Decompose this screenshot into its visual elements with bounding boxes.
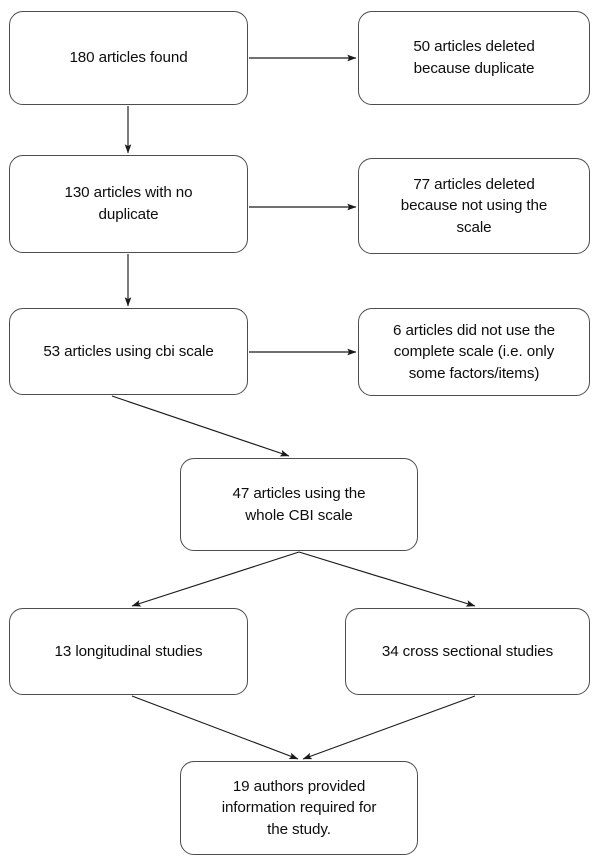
node-no-duplicate[interactable]: 130 articles with no duplicate bbox=[9, 155, 248, 253]
node-longitudinal-studies[interactable]: 13 longitudinal studies bbox=[9, 608, 248, 695]
connector-whole-cbi-to-cross-sectional bbox=[298, 551, 476, 607]
node-whole-cbi-scale-label: 47 articles using the whole CBI scale bbox=[232, 484, 366, 524]
node-cross-sectional-studies-label: 34 cross sectional studies bbox=[381, 642, 554, 660]
connector-cross-sectional-to-authors bbox=[302, 695, 476, 760]
connector-whole-cbi-to-longitudinal bbox=[131, 551, 300, 607]
node-authors-provided[interactable]: 19 authors provided information required… bbox=[180, 761, 418, 855]
node-deleted-duplicate[interactable]: 50 articles deleted because duplicate bbox=[358, 11, 590, 105]
node-not-complete-scale-label: 6 articles did not use the complete scal… bbox=[392, 321, 556, 382]
node-authors-provided-label: 19 authors provided information required… bbox=[221, 777, 377, 838]
connector-cbi-scale-to-whole-cbi bbox=[111, 395, 290, 457]
node-deleted-duplicate-label: 50 articles deleted because duplicate bbox=[413, 38, 535, 77]
node-articles-found-label: 180 articles found bbox=[69, 49, 188, 67]
node-whole-cbi-scale[interactable]: 47 articles using the whole CBI scale bbox=[180, 458, 418, 551]
node-articles-found[interactable]: 180 articles found bbox=[9, 11, 248, 105]
node-deleted-not-using-scale-label: 77 articles deleted because not using th… bbox=[400, 175, 548, 236]
node-cbi-scale-label: 53 articles using cbi scale bbox=[43, 342, 214, 360]
node-cbi-scale[interactable]: 53 articles using cbi scale bbox=[9, 308, 248, 395]
node-longitudinal-studies-label: 13 longitudinal studies bbox=[54, 642, 203, 660]
node-cross-sectional-studies[interactable]: 34 cross sectional studies bbox=[345, 608, 590, 695]
connector-longitudinal-to-authors bbox=[131, 695, 299, 760]
node-no-duplicate-label: 130 articles with no duplicate bbox=[64, 184, 193, 223]
node-not-complete-scale[interactable]: 6 articles did not use the complete scal… bbox=[358, 308, 590, 396]
node-deleted-not-using-scale[interactable]: 77 articles deleted because not using th… bbox=[358, 158, 590, 254]
